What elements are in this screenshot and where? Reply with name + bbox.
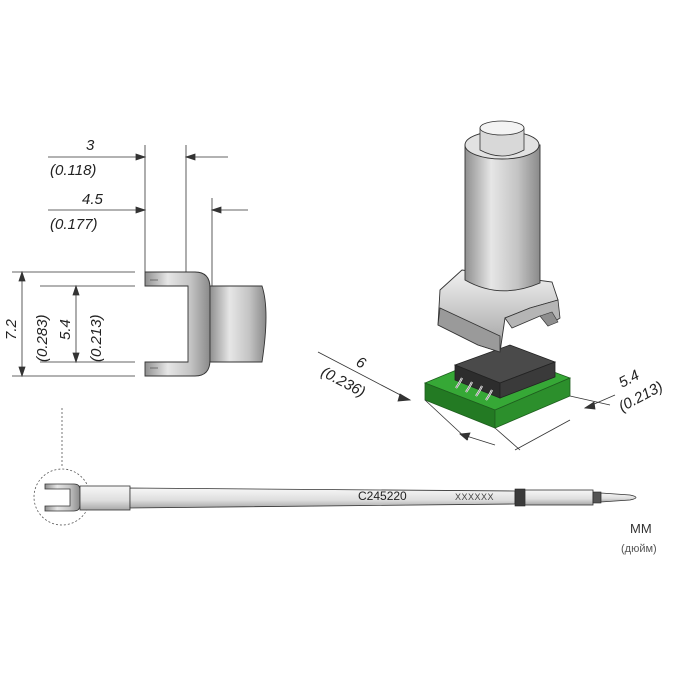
dim-height1-mm: 7.2 (3, 318, 20, 340)
dim-width1-in: (0.118) (50, 162, 96, 179)
unit-secondary: (дюйм) (621, 543, 657, 555)
dim-width2-mm: 4.5 (82, 191, 104, 208)
tip-profile-shape (144, 271, 267, 377)
tip-profile-drawing (12, 145, 248, 378)
dim-height2-mm: 5.4 (57, 319, 74, 340)
dim-chip-length-mm: 6 (353, 354, 369, 373)
unit-primary: MM (630, 521, 652, 536)
dim-height2-in: (0.213) (88, 314, 105, 362)
full-tip-view (33, 408, 637, 526)
tip-marking: XXXXXX (455, 492, 494, 502)
tip-3d-illustration (423, 120, 572, 429)
dim-width2-in: (0.177) (50, 216, 98, 233)
tip-part-code: C245220 (358, 489, 407, 503)
dim-height1-in: (0.283) (34, 314, 51, 362)
dim-width1-mm: 3 (86, 137, 95, 154)
chip-dimension-lines (317, 351, 616, 451)
